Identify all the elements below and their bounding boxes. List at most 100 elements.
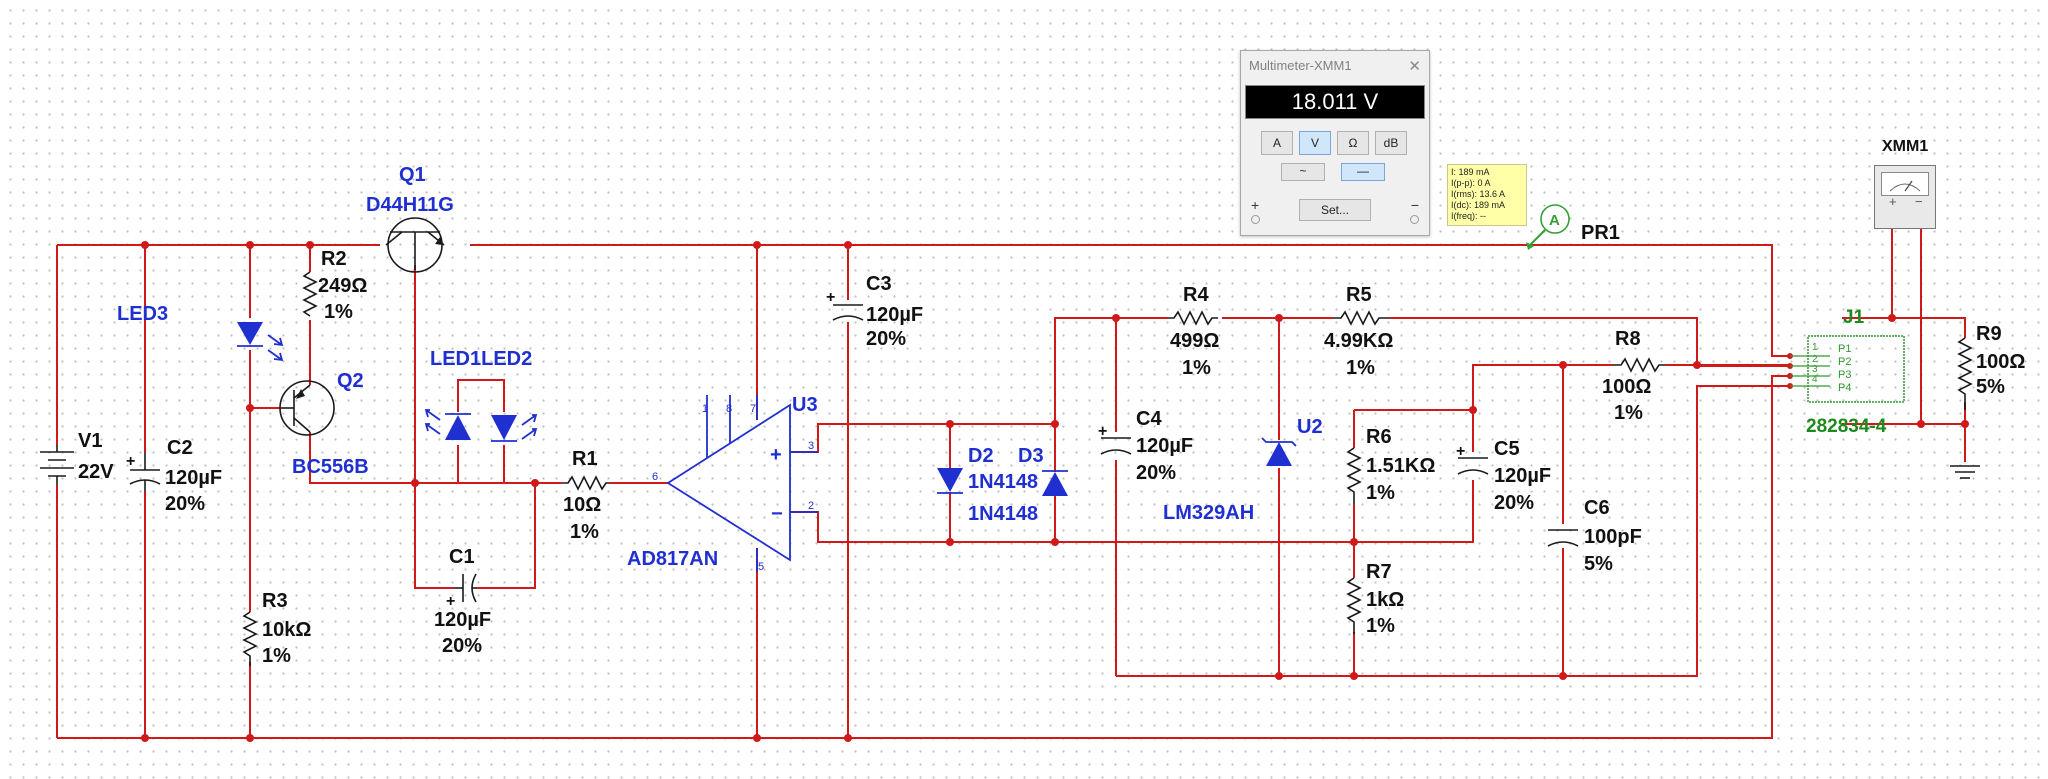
- j1-part: 282834-4: [1806, 416, 1887, 437]
- c4-value: 120µF: [1136, 435, 1193, 457]
- probe-current-freq: I(freq): --: [1451, 211, 1486, 221]
- c5-ref: C5: [1494, 438, 1520, 460]
- probe-current-rms: I(rms): 13.6 A: [1451, 189, 1506, 199]
- led12-ref: LED1LED2: [430, 348, 532, 370]
- transistor-q2-symbol[interactable]: [279, 380, 335, 436]
- capacitor-c6-symbol[interactable]: [1547, 529, 1579, 547]
- cap-polarity-signs: + + + + +: [126, 289, 1465, 610]
- r1-ref: R1: [572, 448, 598, 470]
- resistor-r8-symbol[interactable]: [1613, 357, 1666, 373]
- svg-text:+: +: [126, 453, 135, 470]
- led3-symbol[interactable]: [237, 322, 284, 362]
- r6-ref: R6: [1366, 426, 1392, 448]
- r6-value: 1.51KΩ: [1366, 455, 1435, 477]
- svg-text:+: +: [446, 593, 455, 610]
- probe-readout-tooltip: I: 189 mA I(p-p): 0 A I(rms): 13.6 A I(d…: [1447, 164, 1527, 226]
- v1-ref: V1: [78, 430, 102, 452]
- mode-ohmmeter-button[interactable]: Ω: [1337, 131, 1369, 155]
- positive-terminal-label: +: [1251, 197, 1260, 213]
- led2-symbol[interactable]: [491, 414, 538, 442]
- c6-ref: C6: [1584, 497, 1610, 519]
- capacitor-c1-symbol[interactable]: [455, 573, 477, 603]
- c5-value: 120µF: [1494, 465, 1551, 487]
- current-probe-pr1[interactable]: [1526, 204, 1570, 250]
- capacitor-c5-symbol[interactable]: [1457, 457, 1489, 475]
- u3-part: AD817AN: [627, 548, 718, 570]
- r3-tol: 1%: [262, 645, 291, 667]
- r2-value: 249Ω: [318, 275, 367, 297]
- zener-u2-symbol[interactable]: [1261, 437, 1297, 466]
- resistor-r9-symbol[interactable]: [1957, 337, 1973, 410]
- r9-value: 100Ω: [1976, 351, 2025, 373]
- probe-current-pp: I(p-p): 0 A: [1451, 178, 1491, 188]
- probe-current-dc: I(dc): 189 mA: [1451, 200, 1506, 210]
- capacitor-c3-symbol[interactable]: [832, 304, 864, 321]
- d3-part: 1N4148: [968, 503, 1038, 525]
- xmm1-minus-label: −: [1915, 194, 1923, 209]
- c1-ref: C1: [449, 546, 475, 568]
- resistor-r3-symbol[interactable]: [242, 611, 258, 666]
- close-icon[interactable]: ✕: [1408, 58, 1421, 75]
- c3-ref: C3: [866, 273, 892, 295]
- c1-value: 120µF: [434, 609, 491, 631]
- capacitor-c2-symbol[interactable]: [129, 452, 161, 492]
- r4-tol: 1%: [1182, 357, 1211, 379]
- svg-text:+: +: [1098, 423, 1107, 440]
- opamp-u3-symbol[interactable]: [666, 395, 818, 572]
- mode-ammeter-button[interactable]: A: [1261, 131, 1293, 155]
- svg-text:3: 3: [808, 440, 814, 452]
- led1-symbol[interactable]: [424, 409, 471, 440]
- r2-ref: R2: [321, 248, 347, 270]
- resistor-r2-symbol[interactable]: [302, 271, 318, 317]
- positive-terminal[interactable]: [1251, 215, 1260, 224]
- v1-value: 22V: [78, 461, 114, 483]
- r8-tol: 1%: [1614, 402, 1643, 424]
- mode-db-button[interactable]: dB: [1375, 131, 1407, 155]
- mode-voltmeter-button[interactable]: V: [1299, 131, 1331, 155]
- r4-ref: R4: [1183, 284, 1209, 306]
- q2-part: BC556B: [292, 456, 369, 478]
- set-button[interactable]: Set...: [1299, 199, 1371, 221]
- ground-symbol: [1950, 465, 1980, 479]
- resistor-r5-symbol[interactable]: [1333, 310, 1390, 326]
- multimeter-window[interactable]: Multimeter-XMM1 ✕ 18.011 V A V Ω dB ~ — …: [1240, 50, 1430, 236]
- r5-value: 4.99KΩ: [1324, 330, 1393, 352]
- capacitor-c4-symbol[interactable]: [1100, 437, 1132, 455]
- junctions: [141, 241, 1969, 742]
- resistor-r7-symbol[interactable]: [1346, 577, 1362, 634]
- c2-value: 120µF: [165, 467, 222, 489]
- led3-ref: LED3: [117, 303, 168, 325]
- svg-text:4: 4: [1812, 374, 1818, 385]
- svg-text:5: 5: [758, 561, 764, 573]
- c2-ref: C2: [167, 437, 193, 459]
- connector-j1-symbol[interactable]: [1790, 335, 1905, 403]
- svg-text:3: 3: [1812, 364, 1818, 375]
- transistor-q1-symbol[interactable]: [385, 217, 445, 273]
- diode-d2-symbol[interactable]: [937, 468, 963, 494]
- j1-ref: J1: [1843, 307, 1865, 328]
- resistor-r4-symbol[interactable]: [1168, 310, 1218, 326]
- ac-button[interactable]: ~: [1281, 163, 1325, 181]
- diode-d3-symbol[interactable]: [1042, 470, 1068, 496]
- r4-value: 499Ω: [1170, 330, 1219, 352]
- dc-button[interactable]: —: [1341, 163, 1385, 181]
- r7-ref: R7: [1366, 561, 1392, 583]
- c4-tol: 20%: [1136, 462, 1176, 484]
- negative-terminal[interactable]: [1410, 215, 1419, 224]
- battery-v1-symbol[interactable]: [40, 445, 74, 485]
- r9-tol: 5%: [1976, 376, 2005, 398]
- r8-ref: R8: [1615, 328, 1641, 350]
- resistor-r6-symbol[interactable]: [1346, 447, 1362, 504]
- u3-ref: U3: [792, 394, 818, 416]
- xmm1-instrument[interactable]: + −: [1874, 165, 1936, 229]
- component-labels: V1 22V C2 120µF 20% LED3 R2 249Ω 1% Q1 D…: [78, 164, 2025, 667]
- c4-ref: C4: [1136, 408, 1162, 430]
- resistor-r1-symbol[interactable]: [562, 475, 610, 491]
- probe-current: I: 189 mA: [1451, 167, 1490, 177]
- probe-symbol-a: A: [1549, 212, 1560, 229]
- svg-text:P4: P4: [1838, 382, 1851, 394]
- svg-text:+: +: [826, 289, 835, 306]
- c3-tol: 20%: [866, 328, 906, 350]
